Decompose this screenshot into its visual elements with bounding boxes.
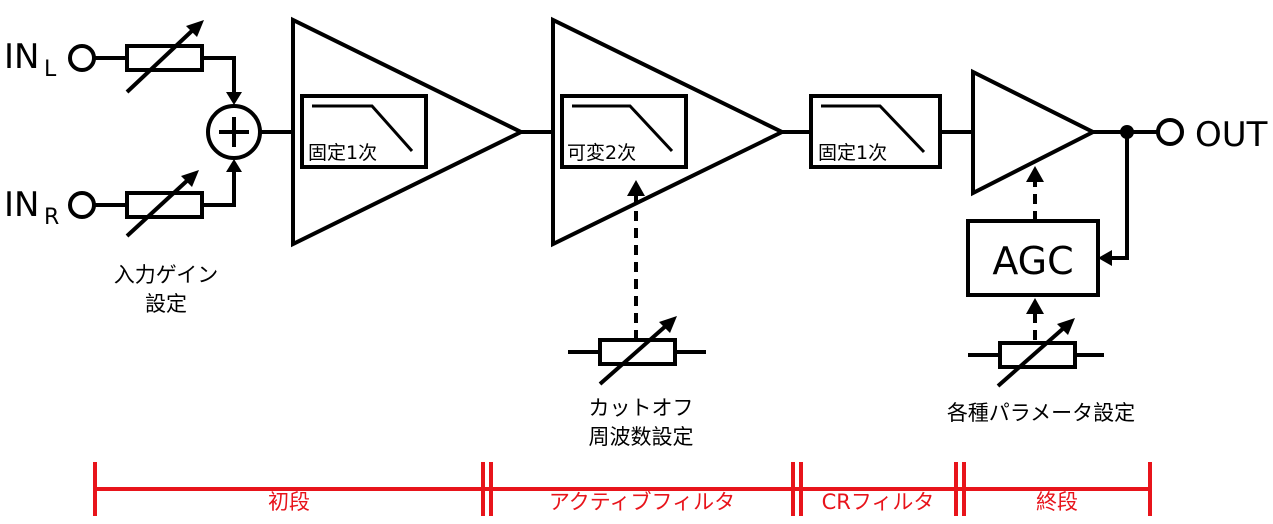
summing-junction: [206, 104, 262, 160]
agc-label: AGC: [992, 239, 1073, 283]
cr-filter-block: 固定1次: [809, 94, 942, 169]
initial-stage-amplifier: 固定1次: [291, 16, 526, 248]
input-right-sub: R: [44, 205, 59, 230]
input-gain-resistor-left: [125, 20, 204, 94]
input-left: IN L: [4, 37, 127, 82]
input-left-terminal: [68, 44, 96, 72]
stage-markers: [93, 462, 1152, 516]
stage-label-cr-filter: CRフィルタ: [822, 490, 935, 514]
input-gain-resistor-right: [125, 170, 204, 238]
filter2-label: 可変2次: [567, 142, 636, 164]
output-label: OUT: [1195, 115, 1268, 155]
input-left-label: IN: [4, 37, 39, 77]
input-gain-annotation-line2: 設定: [145, 292, 187, 316]
params-resistor: [968, 318, 1104, 388]
agc-block: AGC: [966, 219, 1100, 297]
input-left-sub: L: [44, 57, 57, 82]
filter1-box: [300, 94, 428, 169]
stage-label-active-filter: アクティブフィルタ: [549, 490, 735, 514]
filter3-label: 固定1次: [818, 142, 887, 164]
filter1-label: 固定1次: [308, 142, 377, 164]
filter2-box: [560, 94, 688, 169]
input-right-label: IN: [4, 185, 39, 225]
input-right: IN R: [4, 185, 127, 230]
input-right-terminal: [68, 191, 96, 219]
output-terminal: [1156, 118, 1184, 146]
stage-label-initial: 初段: [268, 490, 310, 514]
active-filter-amplifier: 可変2次: [551, 16, 787, 248]
cutoff-resistor: [568, 316, 706, 386]
final-stage-amplifier: [971, 68, 1098, 197]
input-gain-annotation-line1: 入力ゲイン: [114, 263, 219, 287]
params-annotation: 各種パラメータ設定: [947, 401, 1135, 425]
cutoff-annotation-line2: 周波数設定: [589, 425, 694, 449]
cutoff-annotation-line1: カットオフ: [589, 396, 694, 420]
stage-label-final: 終段: [1036, 490, 1078, 514]
